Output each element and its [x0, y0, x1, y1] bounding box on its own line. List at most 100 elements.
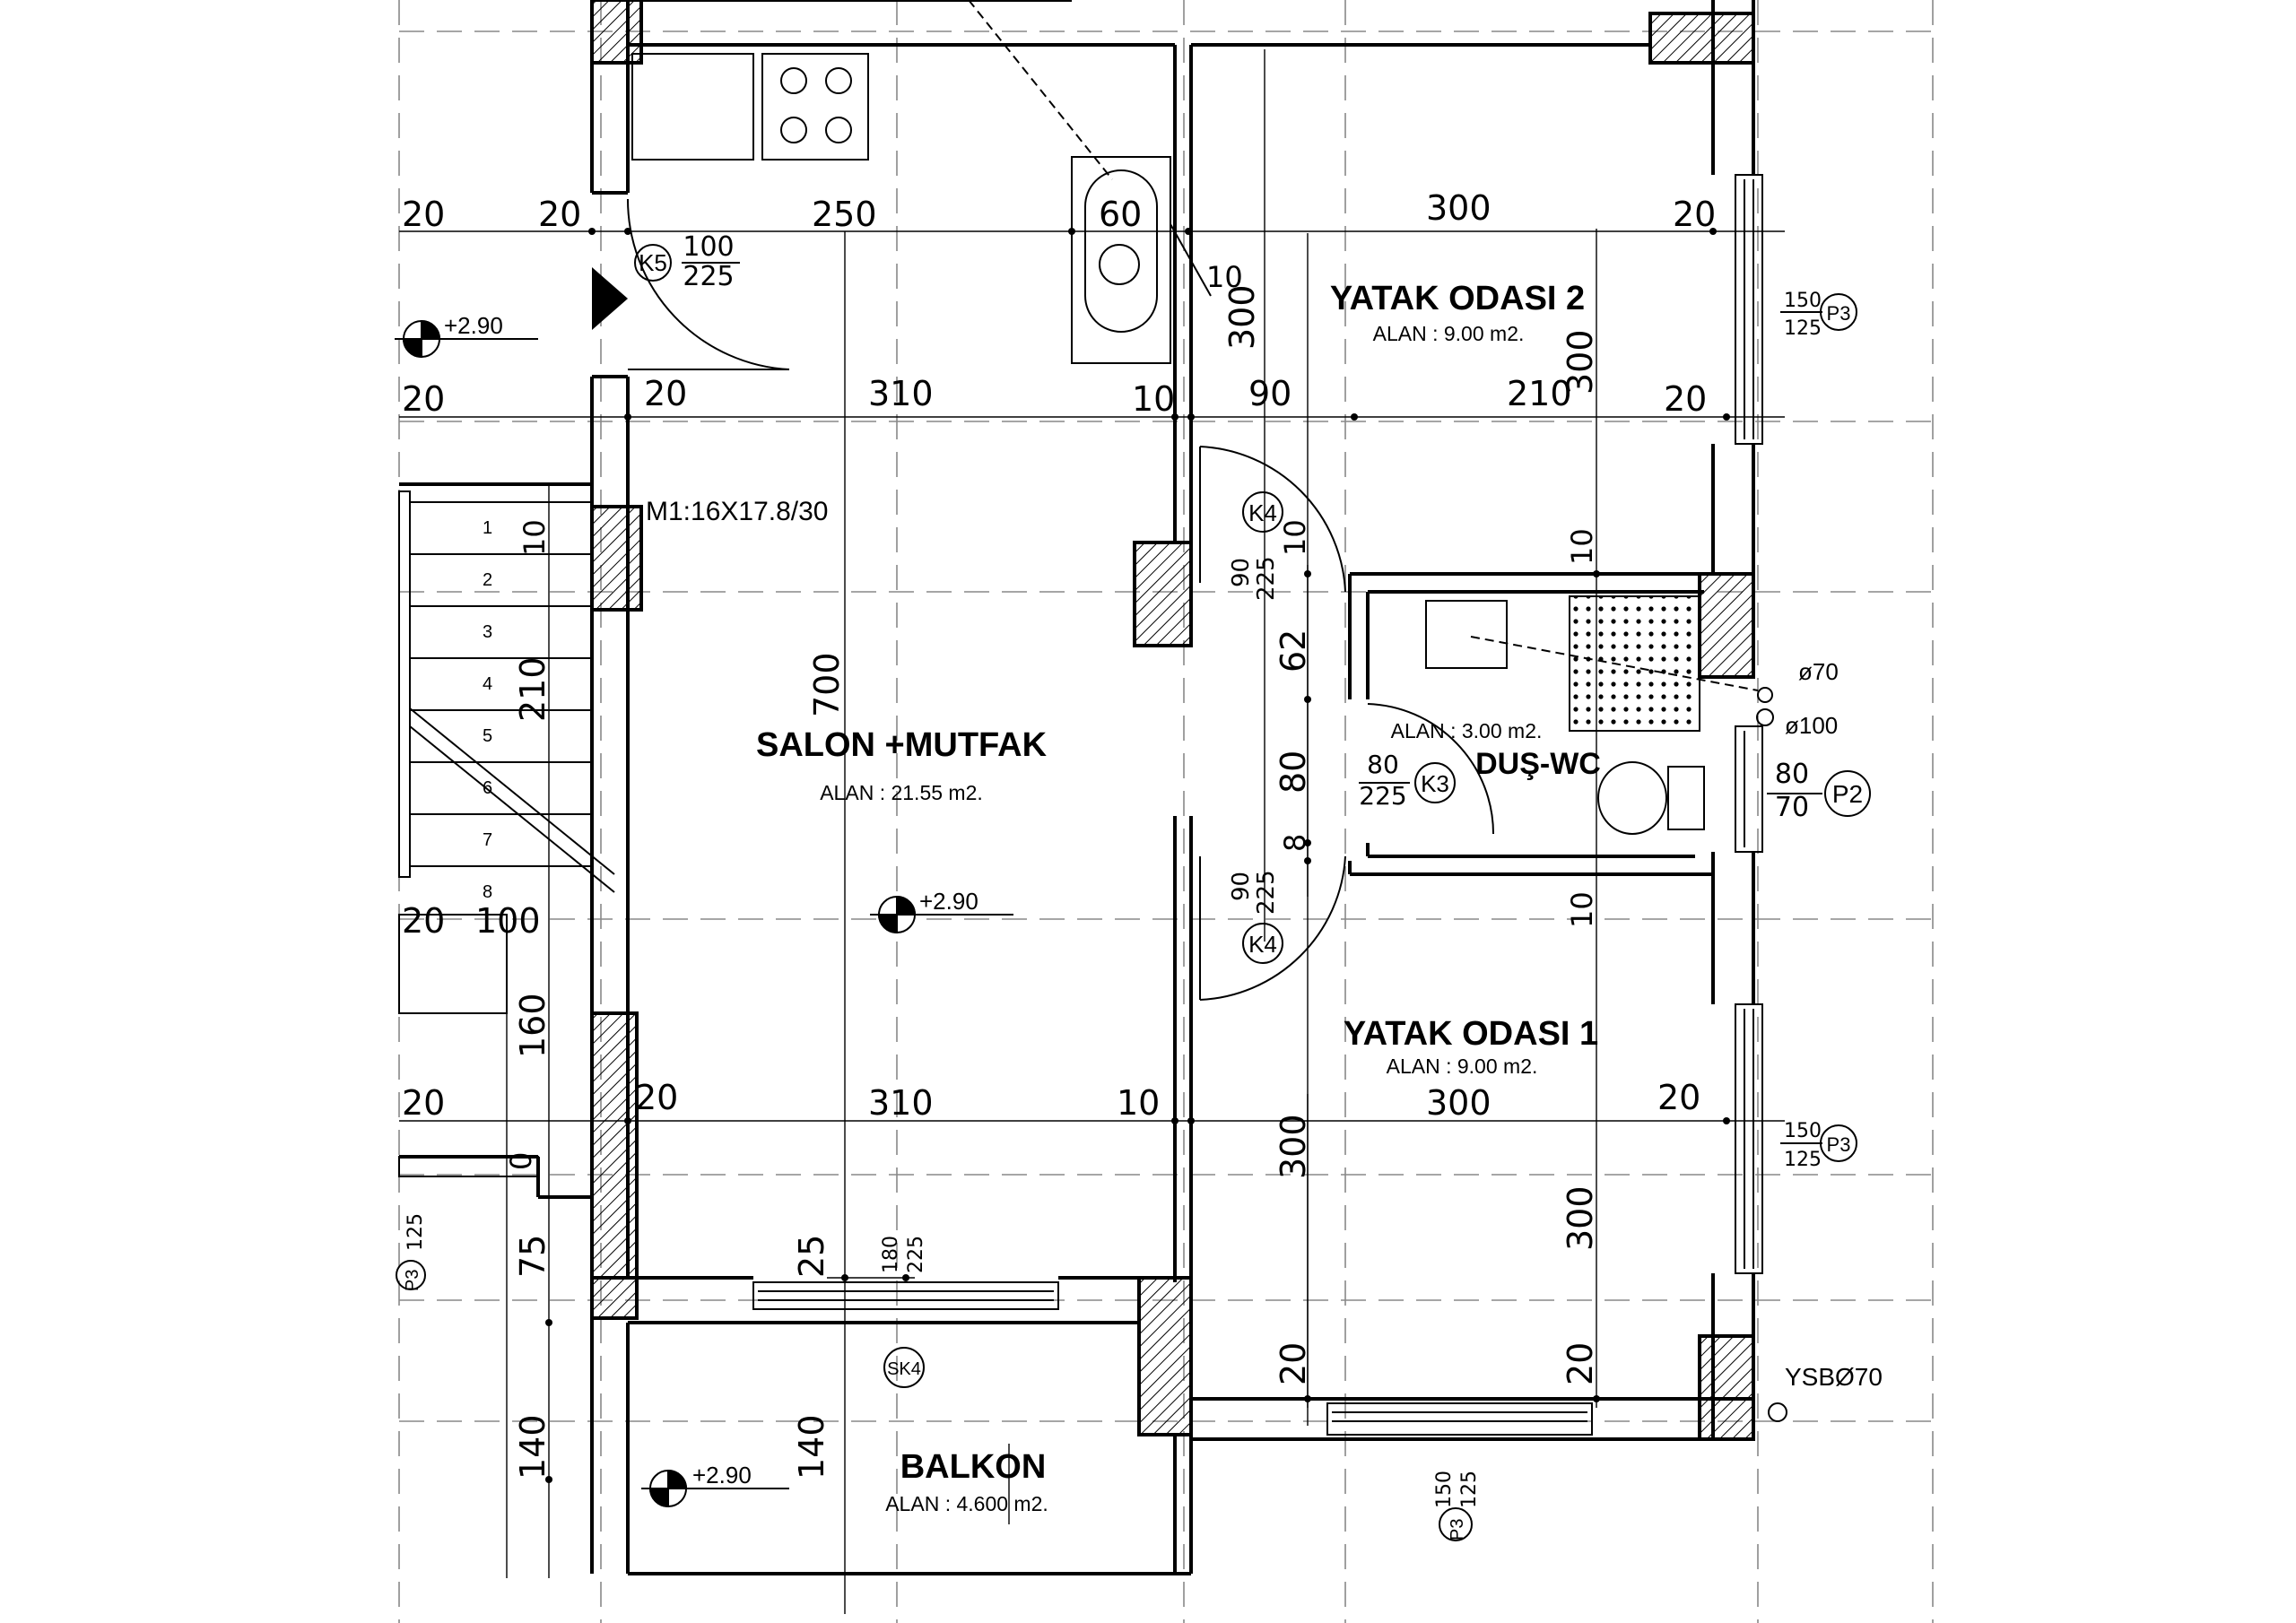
dim-text: 100 — [475, 901, 541, 941]
dim-text: 20 — [402, 379, 445, 419]
dim-text: 160 — [513, 993, 552, 1058]
dim-text: 10 — [1206, 260, 1243, 294]
dim-text: 140 — [792, 1414, 831, 1480]
dim-text: 10 — [1565, 528, 1599, 565]
dim-text: 300 — [1222, 284, 1262, 350]
pipe-d70: ø70 — [1798, 658, 1839, 685]
wc-area: ALAN : 3.00 m2. — [1391, 719, 1543, 742]
dim-text: 10 — [1132, 379, 1175, 419]
walls — [399, 0, 1755, 1575]
dim-text: 8 — [1278, 834, 1312, 852]
stair-step: 7 — [483, 830, 492, 850]
dim-text: 20 — [635, 1078, 678, 1117]
columns — [590, 0, 1755, 1441]
stair-step: 1 — [483, 518, 492, 538]
door-k4b-height: 225 — [1253, 870, 1280, 915]
dimension-numbers: 20 20 250 60 300 20 10 300 20 20 310 10 … — [402, 188, 1716, 1480]
window-p3-top-width: 150 — [1784, 290, 1822, 312]
bedroom2-area: ALAN : 9.00 m2. — [1373, 322, 1525, 345]
window-p3-top-height: 125 — [1784, 317, 1822, 340]
stair-step: 8 — [483, 882, 492, 902]
door-sk4-width: 180 — [880, 1236, 902, 1273]
door-k5-tag: K5 — [639, 249, 667, 276]
dim-text: 300 — [1426, 1083, 1492, 1123]
dim-text: 20 — [1561, 1342, 1600, 1385]
window-p3-top-tag: P3 — [1827, 302, 1851, 325]
door-k4b-width: 90 — [1228, 872, 1255, 901]
window-p3-left-height: 125 — [404, 1213, 427, 1251]
salon-area: ALAN : 21.55 m2. — [820, 781, 983, 804]
dim-text: 20 — [402, 901, 445, 941]
window-p3-bot-tag: P3 — [1448, 1519, 1467, 1541]
level-entry: +2.90 — [444, 312, 503, 339]
dim-text: 60 — [1099, 195, 1142, 234]
door-k4b-tag: K4 — [1248, 931, 1277, 958]
door-k4a-width: 90 — [1228, 558, 1255, 587]
window-p2-tag: P2 — [1832, 780, 1863, 808]
door-k5-width: 100 — [683, 231, 734, 263]
bedroom2-title: YATAK ODASI 2 — [1330, 280, 1585, 317]
kitchen-fixtures — [631, 0, 1212, 364]
dim-text: 20 — [644, 374, 687, 413]
balcony-area: ALAN : 4.600 m2. — [885, 1492, 1048, 1515]
pipe-ysb: YSBØ70 — [1785, 1363, 1883, 1391]
dim-text: 20 — [402, 1083, 445, 1123]
dim-text: 20 — [1657, 1078, 1700, 1117]
dim-text: 250 — [812, 195, 877, 234]
tag-circles — [396, 244, 1871, 1541]
dim-text: 20 — [1673, 195, 1716, 234]
dim-text: 300 — [1561, 1185, 1600, 1251]
dim-text: 10 — [1117, 1083, 1160, 1123]
stair-step: 2 — [483, 570, 492, 590]
window-p3-bot-height: 125 — [1458, 1471, 1481, 1508]
door-sk4-height: 225 — [905, 1236, 927, 1273]
dim-text: 10 — [1565, 891, 1599, 928]
dim-text: 90 — [1248, 374, 1292, 413]
window-p2-width: 80 — [1775, 759, 1809, 790]
dim-text: 210 — [1507, 374, 1572, 413]
dim-text: 20 — [1664, 379, 1707, 419]
pipe-d100: ø100 — [1785, 712, 1838, 739]
level-balcony: +2.90 — [692, 1462, 752, 1488]
dim-text: 62 — [1274, 629, 1313, 673]
dim-text: 75 — [513, 1235, 552, 1278]
salon-title: SALON +MUTFAK — [756, 726, 1048, 764]
dim-text: 80 — [1274, 751, 1313, 794]
dim-text: 210 — [513, 656, 552, 722]
dim-text: 25 — [792, 1235, 831, 1278]
dim-text: 300 — [1561, 329, 1600, 395]
door-k4a-height: 225 — [1253, 556, 1280, 601]
entry-arrow — [592, 267, 628, 330]
dim-text: 310 — [868, 374, 934, 413]
window-p3-left-tag: P3 — [403, 1270, 422, 1291]
window-p3-mid-width: 150 — [1784, 1120, 1822, 1142]
level-markers — [395, 319, 1013, 1508]
wc-fixtures — [1425, 595, 1787, 1422]
level-salon: +2.90 — [919, 888, 978, 915]
bedroom1-title: YATAK ODASI 1 — [1344, 1015, 1598, 1053]
bedroom1-area: ALAN : 9.00 m2. — [1387, 1055, 1538, 1078]
stair — [398, 490, 615, 1014]
dim-text: 0 — [504, 1152, 538, 1170]
door-k4a-tag: K4 — [1248, 499, 1277, 526]
dim-text: 300 — [1274, 1114, 1313, 1179]
wc-title: DUŞ-WC — [1475, 747, 1601, 781]
dim-text: 20 — [402, 195, 445, 234]
dim-text: 10 — [1278, 519, 1312, 556]
stair-step: 6 — [483, 778, 492, 798]
window-p3-mid-tag: P3 — [1827, 1133, 1851, 1156]
door-k3-height: 225 — [1359, 781, 1406, 811]
dim-text: 700 — [807, 652, 847, 717]
dim-text: 10 — [517, 519, 552, 556]
dim-text: 310 — [868, 1083, 934, 1123]
stair-step: 5 — [483, 726, 492, 746]
stair-step: 3 — [483, 622, 492, 642]
dim-text: 20 — [538, 195, 581, 234]
dim-text: 20 — [1274, 1342, 1313, 1385]
dim-text: 300 — [1426, 188, 1492, 228]
windows — [398, 174, 1763, 1436]
door-sk4-tag: SK4 — [887, 1359, 921, 1379]
dim-text: 140 — [513, 1414, 552, 1480]
window-p3-mid-height: 125 — [1784, 1149, 1822, 1171]
